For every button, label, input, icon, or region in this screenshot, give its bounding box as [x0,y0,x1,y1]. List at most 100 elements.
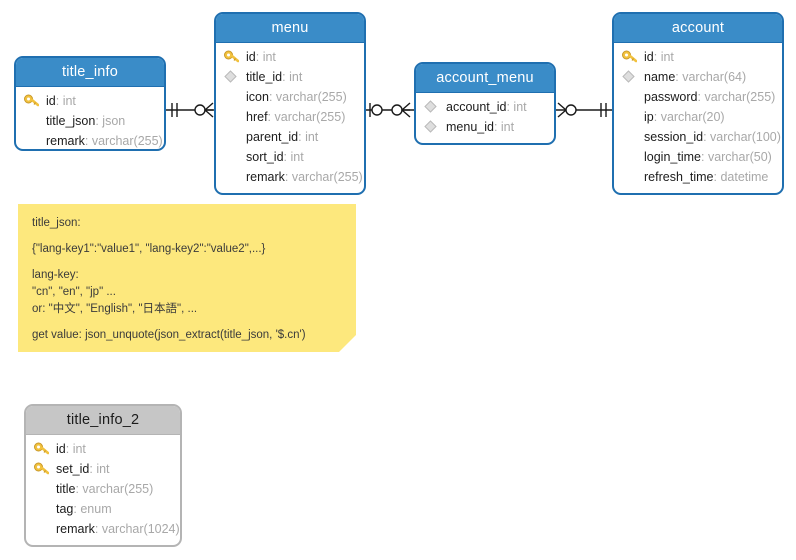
field-type: varchar(100) [710,130,781,144]
note-fold-corner-icon [339,335,356,352]
field-name: remark [56,522,95,536]
field-name: id [56,442,66,456]
field-name: href [246,110,268,124]
field-title_info_2-remark[interactable]: remark: varchar(1024) [56,522,180,536]
entity-account_menu-header: account_menu [416,64,554,93]
field-menu-title_id[interactable]: title_id: int [216,67,364,87]
field-account_menu-menu_id[interactable]: menu_id: int [416,117,554,137]
field-name: remark [46,134,85,148]
field-type: int [62,94,76,108]
field-menu-remark[interactable]: remark: varchar(255) [246,170,363,184]
entity-title_info[interactable]: title_info id: int title_json: json rema… [14,56,166,151]
field-type: int [72,442,86,456]
field-type: varchar(255) [291,170,363,184]
field-type: int [305,130,319,144]
field-name: title_json [46,114,96,128]
note-line-5: or: "中文", "English", "日本語", ... [32,303,198,315]
field-type: varchar(64) [682,70,747,84]
field-name: set_id [56,462,90,476]
field-type: int [262,50,276,64]
field-type: enum [80,502,112,516]
relationship-title_info-menu[interactable] [164,100,220,120]
field-name: id [246,50,256,64]
field-name: id [46,94,56,108]
field-account-login_time[interactable]: login_time: varchar(50) [644,150,772,164]
note-line-4: "cn", "en", "jp" ... [32,286,116,298]
field-type: varchar(1024) [101,522,180,536]
field-menu-sort_id[interactable]: sort_id: int [246,150,304,164]
entity-menu[interactable]: menu id: int [214,12,366,195]
field-type: varchar(50) [707,150,772,164]
field-name: remark [246,170,285,184]
field-account-id[interactable]: id: int [614,47,782,67]
relationship-menu-account_menu[interactable] [366,100,416,120]
field-menu-icon[interactable]: icon: varchar(255) [246,90,347,104]
field-name: sort_id [246,150,284,164]
note-title-json[interactable]: title_json: {"lang-key1":"value1", "lang… [18,204,356,352]
field-title_info-id[interactable]: id: int [16,91,164,111]
field-title_info_2-set_id[interactable]: set_id: int [26,459,180,479]
field-name: title [56,482,76,496]
entity-account-header: account [614,14,782,43]
field-name: id [644,50,654,64]
field-type: varchar(255) [91,134,163,148]
field-name: session_id [644,130,704,144]
note-line-1: title_json: [32,217,81,229]
field-name: menu_id [446,120,494,134]
entity-account_menu[interactable]: account_menu account_id: int menu_id: in… [414,62,556,145]
field-type: int [513,100,527,114]
field-name: ip [644,110,654,124]
field-account-session_id[interactable]: session_id: varchar(100) [644,130,781,144]
field-name: parent_id [246,130,299,144]
entity-menu-header: menu [216,14,364,43]
field-type: varchar(255) [82,482,154,496]
field-account-name[interactable]: name: varchar(64) [614,67,782,87]
foreign-key-icon [622,67,638,87]
field-title_info_2-title[interactable]: title: varchar(255) [56,482,154,496]
key-icon [24,91,40,111]
field-menu-href[interactable]: href: varchar(255) [246,110,346,124]
key-icon [34,439,50,459]
key-icon [34,459,50,479]
field-type: int [96,462,110,476]
entity-title_info-fields: id: int title_json: json remark: varchar… [16,87,164,149]
field-title_info-title_json[interactable]: title_json: json [46,114,126,128]
field-type: varchar(20) [660,110,725,124]
note-line-2: {"lang-key1":"value1", "lang-key2":"valu… [32,243,266,255]
field-type: datetime [720,170,769,184]
entity-title_info_2-header: title_info_2 [26,406,180,435]
field-type: varchar(255) [275,90,347,104]
field-menu-id[interactable]: id: int [216,47,364,67]
field-account-ip[interactable]: ip: varchar(20) [644,110,725,124]
field-type: json [102,114,126,128]
field-type: int [290,150,304,164]
field-name: account_id [446,100,507,114]
foreign-key-icon [424,97,440,117]
foreign-key-icon [424,117,440,137]
field-name: tag [56,502,74,516]
entity-account_menu-fields: account_id: int menu_id: int [416,93,554,143]
note-line-3: lang-key: [32,269,79,281]
field-type: int [500,120,515,134]
field-type: int [660,50,674,64]
entity-title_info-header: title_info [16,58,164,87]
field-account-password[interactable]: password: varchar(255) [644,90,776,104]
field-name: refresh_time [644,170,714,184]
entity-account[interactable]: account id: int [612,12,784,195]
entity-menu-fields: id: int title_id: int icon: varchar(255)… [216,43,364,193]
field-account_menu-account_id[interactable]: account_id: int [416,97,554,117]
field-title_info_2-id[interactable]: id: int [26,439,180,459]
field-title_info_2-tag[interactable]: tag: enum [56,502,112,516]
field-type: varchar(255) [704,90,776,104]
field-name: password [644,90,698,104]
entity-title_info_2-fields: id: int set_id: int title: varchar(255) … [26,435,180,545]
field-menu-parent_id[interactable]: parent_id: int [246,130,319,144]
entity-title_info_2[interactable]: title_info_2 id: int [24,404,182,547]
key-icon [622,47,638,67]
relationship-account_menu-account[interactable] [556,100,614,120]
field-title_info-remark[interactable]: remark: varchar(255) [46,134,163,148]
field-type: int [289,70,303,84]
field-account-refresh_time[interactable]: refresh_time: datetime [644,170,769,184]
field-name: icon [246,90,269,104]
